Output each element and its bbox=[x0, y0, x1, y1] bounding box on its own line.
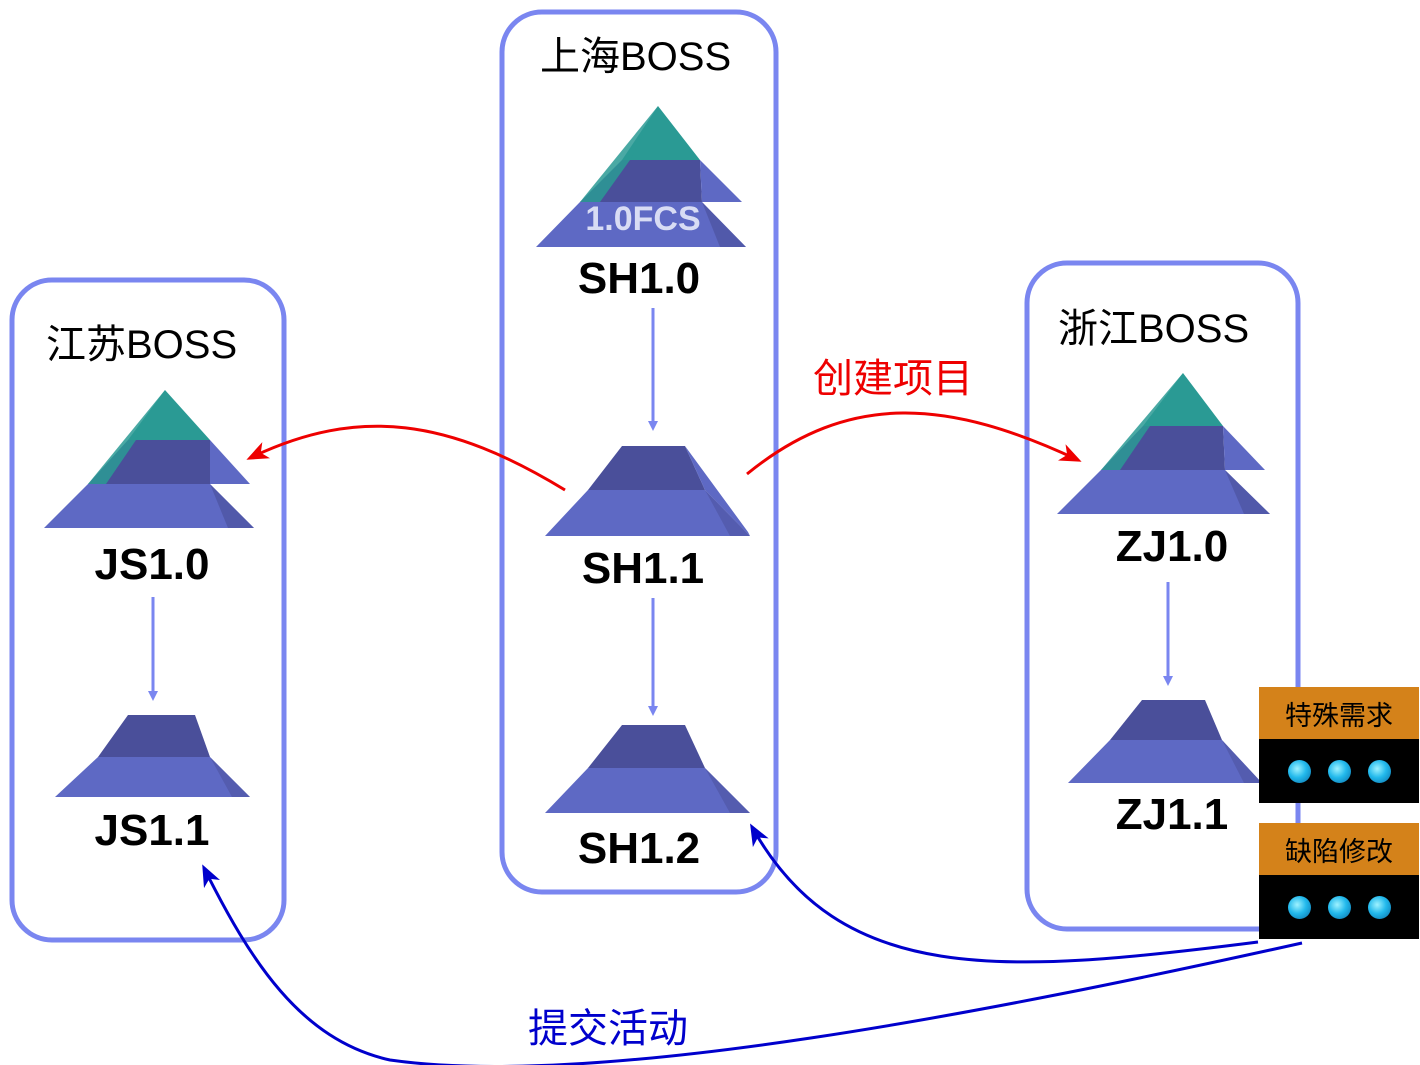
zj11-label: ZJ1.1 bbox=[1115, 790, 1229, 839]
status-light-icon bbox=[1287, 759, 1311, 783]
jiangsu-group-title: 江苏BOSS bbox=[46, 323, 238, 367]
activity-card-defect-fix: 缺陷修改 bbox=[1259, 823, 1419, 939]
submit-activity-label: 提交活动 bbox=[528, 1007, 688, 1051]
activity-card-special-requirements: 特殊需求 bbox=[1259, 687, 1419, 803]
activity-header: 特殊需求 bbox=[1259, 687, 1419, 739]
status-light-icon bbox=[1367, 759, 1391, 783]
status-light-icon bbox=[1367, 895, 1391, 919]
js10-pyramid-icon bbox=[44, 390, 254, 528]
status-light-icon bbox=[1287, 895, 1311, 919]
sh12-frustum-icon bbox=[545, 725, 750, 813]
submit-activity-arrow-to-sh12 bbox=[750, 823, 1259, 964]
jiangsu-group-box bbox=[9, 277, 287, 943]
activity-status-panel bbox=[1259, 739, 1419, 803]
submit-activity-arrow-to-js11 bbox=[202, 864, 1303, 1065]
sh10-pyramid-icon bbox=[536, 106, 746, 247]
js10-label: JS1.0 bbox=[94, 540, 210, 589]
status-light-icon bbox=[1327, 759, 1351, 783]
sh10-stamp-label: 1.0FCS bbox=[585, 200, 701, 238]
zj10-pyramid-icon bbox=[1057, 373, 1270, 514]
zj10-label: ZJ1.0 bbox=[1115, 522, 1229, 571]
zj11-frustum-icon bbox=[1068, 700, 1262, 783]
status-light-icon bbox=[1327, 895, 1351, 919]
zhejiang-group-title: 浙江BOSS bbox=[1058, 307, 1250, 351]
shanghai-group-title: 上海BOSS bbox=[540, 35, 732, 79]
activity-header: 缺陷修改 bbox=[1259, 823, 1419, 875]
zhejiang-group-box bbox=[1024, 260, 1301, 932]
sh11-label: SH1.1 bbox=[581, 544, 705, 593]
sh10-label: SH1.0 bbox=[577, 254, 701, 303]
sh12-label: SH1.2 bbox=[577, 824, 701, 873]
activity-status-panel bbox=[1259, 875, 1419, 939]
create-project-arrow-left bbox=[246, 424, 566, 492]
js11-frustum-icon bbox=[55, 715, 250, 797]
create-project-arrow-right bbox=[746, 411, 1082, 476]
js11-label: JS1.1 bbox=[94, 806, 210, 855]
create-project-label: 创建项目 bbox=[813, 357, 973, 401]
sh11-frustum-icon bbox=[545, 446, 750, 536]
